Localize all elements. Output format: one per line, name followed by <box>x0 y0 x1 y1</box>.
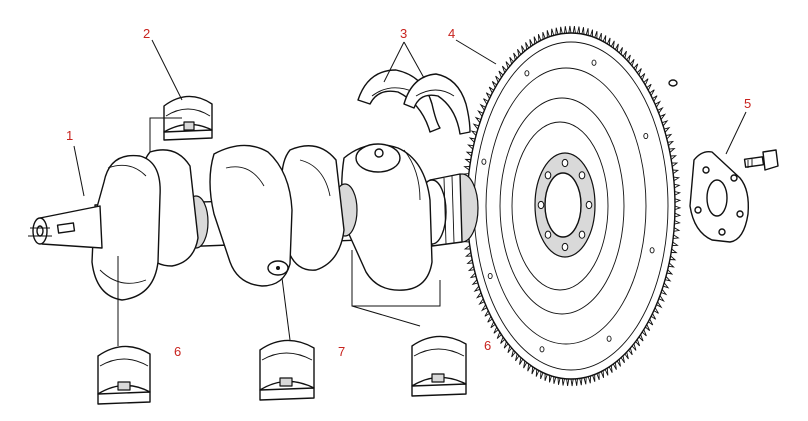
ring-gear-tooth-path <box>460 25 682 387</box>
hub-hole <box>578 171 586 180</box>
hub-hole <box>537 200 545 210</box>
rim-hole <box>649 247 655 254</box>
callout-3: 3 <box>400 26 407 41</box>
rim-hole <box>591 59 597 66</box>
rim-hole <box>606 335 612 342</box>
bearing-shell-7 <box>259 339 315 401</box>
hub-hole <box>561 242 569 252</box>
rim-hole <box>643 132 649 140</box>
callout-6-right: 6 <box>484 338 491 353</box>
callout-4: 4 <box>448 26 455 41</box>
callout-5: 5 <box>744 96 751 111</box>
rim-hole <box>524 70 530 77</box>
bearing-shell-6-left <box>97 345 151 405</box>
flywheel-rim-holes <box>481 59 655 353</box>
callout-labels: 1 2 3 4 5 6 6 7 <box>66 26 751 359</box>
hub-hole <box>544 171 552 180</box>
bearing-shell-2 <box>163 95 213 141</box>
rim-hole <box>481 158 487 165</box>
rim-hole <box>487 272 493 280</box>
callout-7: 7 <box>338 344 345 359</box>
callout-6-left: 6 <box>174 344 181 359</box>
rim-hole <box>539 346 545 353</box>
flywheel-bolt <box>743 149 779 171</box>
hub-hole <box>578 230 586 239</box>
flywheel-ring-gear-teeth <box>460 25 682 387</box>
hub-hole <box>585 200 593 210</box>
dowel-pin <box>668 79 678 87</box>
hub-hole <box>544 230 552 239</box>
crankshaft <box>28 143 479 301</box>
drive-plate <box>689 150 750 243</box>
leader-lines <box>73 39 747 346</box>
callout-2: 2 <box>143 26 150 41</box>
bearing-shell-6-right <box>411 335 467 397</box>
thrust-washers <box>357 69 471 135</box>
callout-1: 1 <box>66 128 73 143</box>
flywheel <box>460 25 682 387</box>
flywheel-hub-bolt-holes <box>537 158 593 252</box>
hub-hole <box>561 158 569 168</box>
